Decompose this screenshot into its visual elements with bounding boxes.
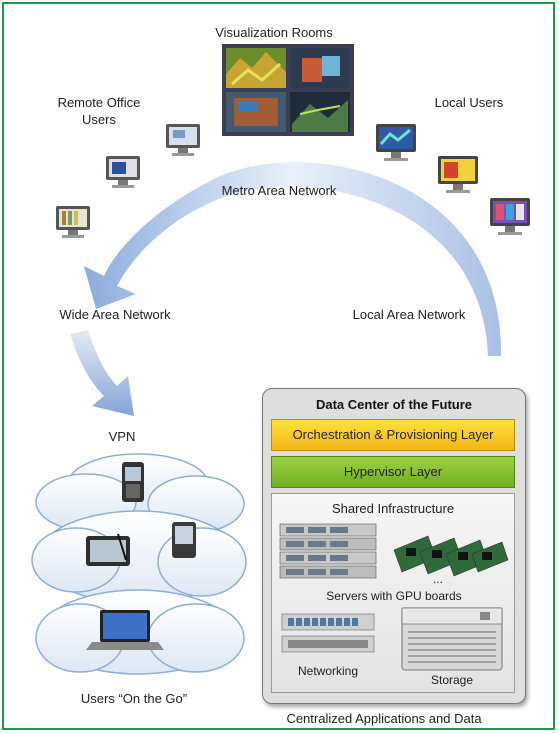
- data-center-title: Data Center of the Future: [315, 397, 472, 412]
- vpn-label: VPN: [108, 429, 136, 444]
- laptop-icon: [86, 610, 164, 650]
- network-arc-arrows: [70, 162, 502, 416]
- servers-gpu-label: Servers with GPU boards: [326, 589, 462, 603]
- pda-icon: [172, 522, 196, 558]
- shared-infrastructure-panel: Shared Infrastructure: [271, 493, 515, 693]
- remote-monitor-2-icon: [106, 156, 140, 188]
- remote-office-users-label: Remote Office Users: [57, 95, 141, 127]
- gpu-boards-image: [393, 535, 509, 577]
- tablet-icon: [86, 533, 130, 566]
- centralized-caption: Centralized Applications and Data: [286, 711, 482, 726]
- visualization-rooms-image: [222, 44, 354, 136]
- wan-arrow: [70, 330, 134, 416]
- data-center-box: Data Center of the Future Orchestration …: [262, 388, 526, 704]
- storage-label: Storage: [430, 673, 474, 687]
- networking-label: Networking: [297, 664, 359, 678]
- gpu-servers-image: [279, 523, 377, 579]
- local-monitor-3-icon: [490, 198, 530, 235]
- remote-monitor-1-icon: [166, 124, 200, 156]
- metro-area-network-label: Metro Area Network: [221, 183, 337, 198]
- visualization-rooms-label: Visualization Rooms: [215, 25, 333, 40]
- mobile-phone-icon: [122, 462, 144, 502]
- gpu-boards-ellipsis: ...: [432, 572, 443, 586]
- local-users-label: Local Users: [434, 95, 504, 110]
- remote-monitor-3-icon: [56, 206, 90, 238]
- local-monitor-2-icon: [438, 156, 478, 193]
- users-on-the-go-label: Users “On the Go”: [80, 691, 188, 706]
- shared-infrastructure-title: Shared Infrastructure: [331, 501, 455, 516]
- hypervisor-layer: Hypervisor Layer: [271, 456, 515, 488]
- storage-array-image: [401, 607, 503, 671]
- orchestration-layer: Orchestration & Provisioning Layer: [271, 419, 515, 451]
- vpn-cloud: [31, 453, 247, 675]
- local-area-network-label: Local Area Network: [352, 307, 466, 322]
- wide-area-network-label: Wide Area Network: [59, 307, 171, 322]
- networking-switches-image: [281, 613, 375, 653]
- local-monitor-1-icon: [376, 124, 416, 161]
- metro-arc: [84, 162, 502, 356]
